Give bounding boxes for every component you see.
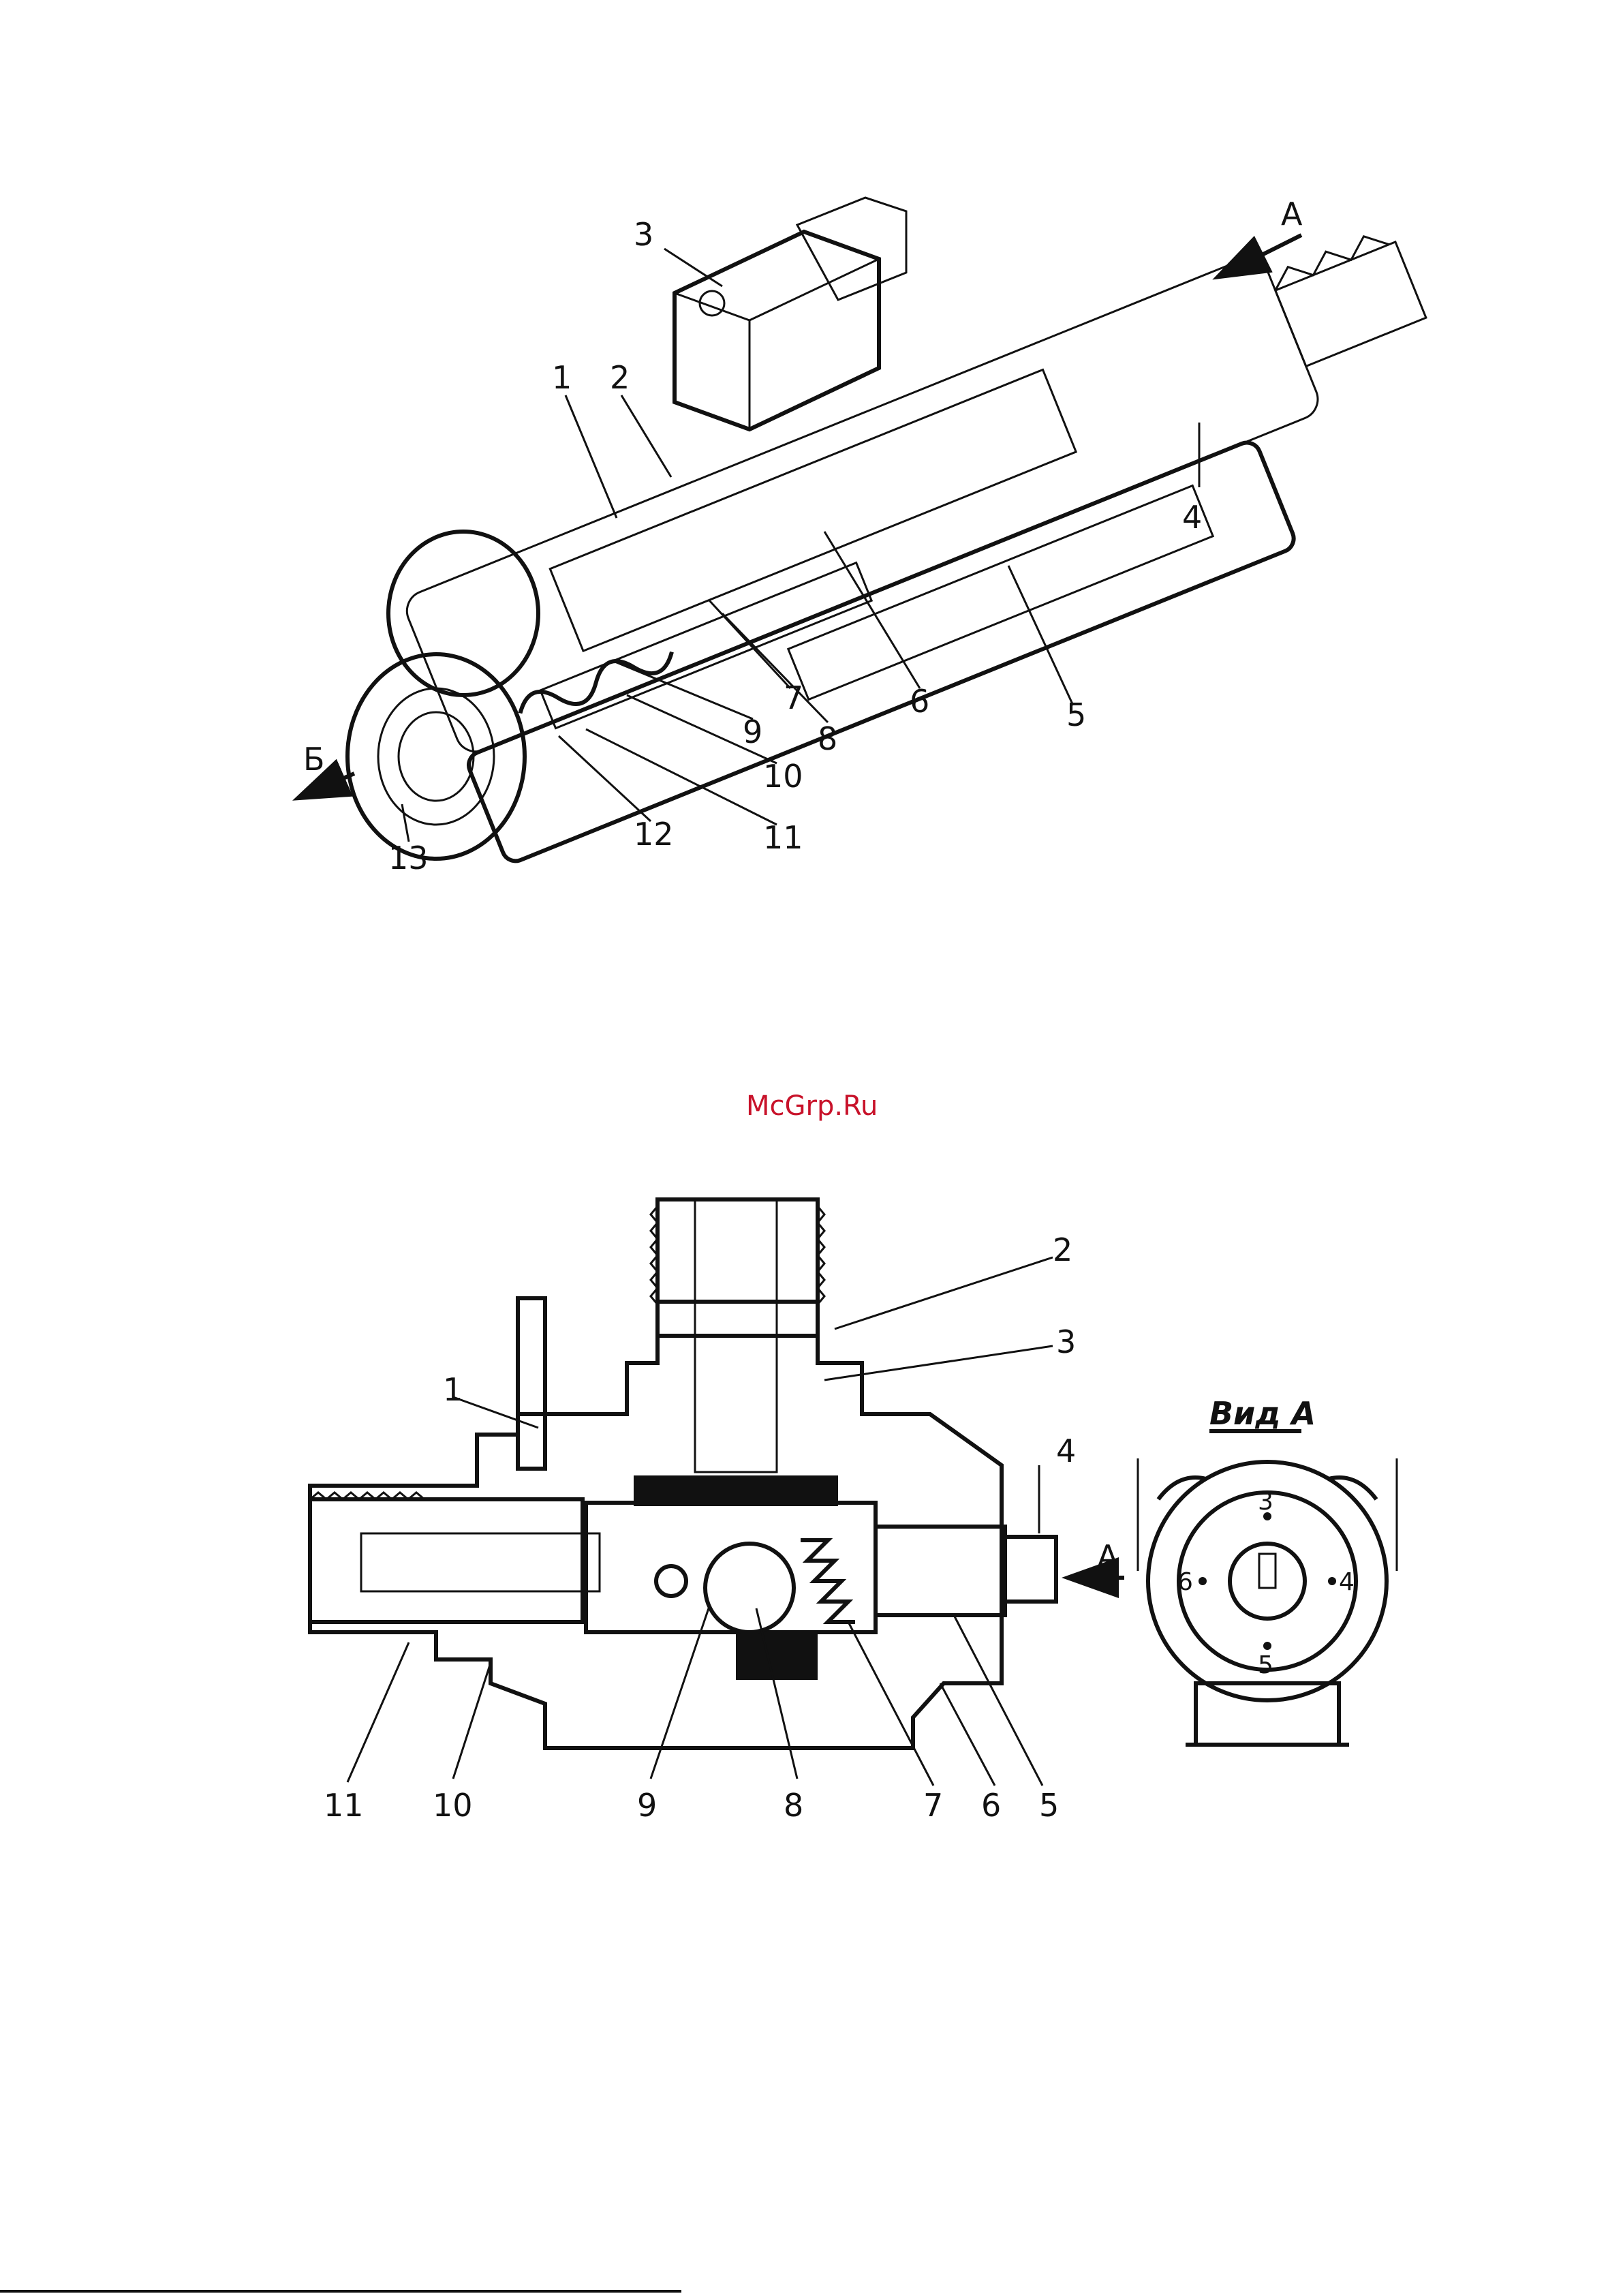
top-figure: 1 2 3 4 5 6 7 8 9 10 11 12 13 А Б [300, 196, 1487, 876]
top-label-10: 10 [763, 758, 803, 795]
bottom-label-5: 5 [1039, 1787, 1059, 1824]
top-label-4: 4 [1182, 499, 1202, 536]
top-label-12: 12 [634, 816, 674, 853]
armature-tube [540, 563, 871, 729]
top-label-11: 11 [763, 819, 803, 856]
bottom-label-11: 11 [324, 1787, 364, 1824]
bottom-label-7: 7 [923, 1787, 943, 1824]
top-leader-lines [402, 249, 1199, 842]
view-mark-5: 5 [1258, 1651, 1273, 1679]
valve-body-lower [465, 439, 1298, 866]
bottom-label-2: 2 [1053, 1231, 1072, 1268]
top-label-1: 1 [552, 359, 572, 396]
stem-housing [876, 1527, 1005, 1615]
flow-in-arrow [1220, 235, 1301, 276]
pin [656, 1566, 686, 1596]
left-bore [361, 1533, 600, 1591]
view-mark-6: 6 [1177, 1568, 1193, 1596]
bottom-label-10: 10 [433, 1787, 473, 1824]
bottom-label-9: 9 [637, 1787, 657, 1824]
bottom-figure: 1 2 3 4 5 6 7 8 9 10 11 А Вид А [310, 1199, 1397, 1824]
flow-in-label: А [1281, 196, 1303, 232]
view-base [1196, 1683, 1339, 1745]
view-slot [1259, 1554, 1276, 1588]
coil-winding-upper [550, 369, 1076, 651]
top-label-9: 9 [743, 714, 762, 750]
top-label-5: 5 [1066, 697, 1086, 733]
left-nipple [310, 1499, 583, 1622]
electrical-connector [675, 198, 906, 429]
bottom-label-4: 4 [1056, 1433, 1076, 1469]
top-nipple [658, 1199, 818, 1336]
top-label-2: 2 [610, 359, 630, 396]
bottom-label-3: 3 [1056, 1323, 1076, 1360]
top-label-6: 6 [910, 683, 929, 720]
top-label-13: 13 [388, 840, 429, 876]
bottom-label-1: 1 [443, 1371, 463, 1408]
top-label-7: 7 [784, 679, 803, 716]
flow-out-label: Б [303, 741, 325, 778]
bottom-label-6: 6 [981, 1787, 1001, 1824]
view-a: Вид А 3 4 5 6 [1138, 1395, 1397, 1745]
lever [518, 1298, 545, 1469]
lower-seal [736, 1632, 818, 1680]
ball [705, 1544, 794, 1632]
bottom-label-8: 8 [784, 1787, 803, 1824]
upper-seal [634, 1475, 838, 1506]
top-label-8: 8 [818, 720, 837, 757]
inlet-thread [1269, 229, 1389, 291]
outlet-end [347, 532, 538, 859]
stem-head [1005, 1537, 1056, 1602]
valve-cage [586, 1503, 876, 1632]
view-mark-3: 3 [1258, 1488, 1273, 1516]
view-arrow-label: А [1097, 1538, 1119, 1575]
view-title: Вид А [1209, 1395, 1316, 1432]
view-mark-4: 4 [1339, 1568, 1355, 1596]
spring [801, 1540, 855, 1622]
top-label-3: 3 [634, 216, 653, 253]
